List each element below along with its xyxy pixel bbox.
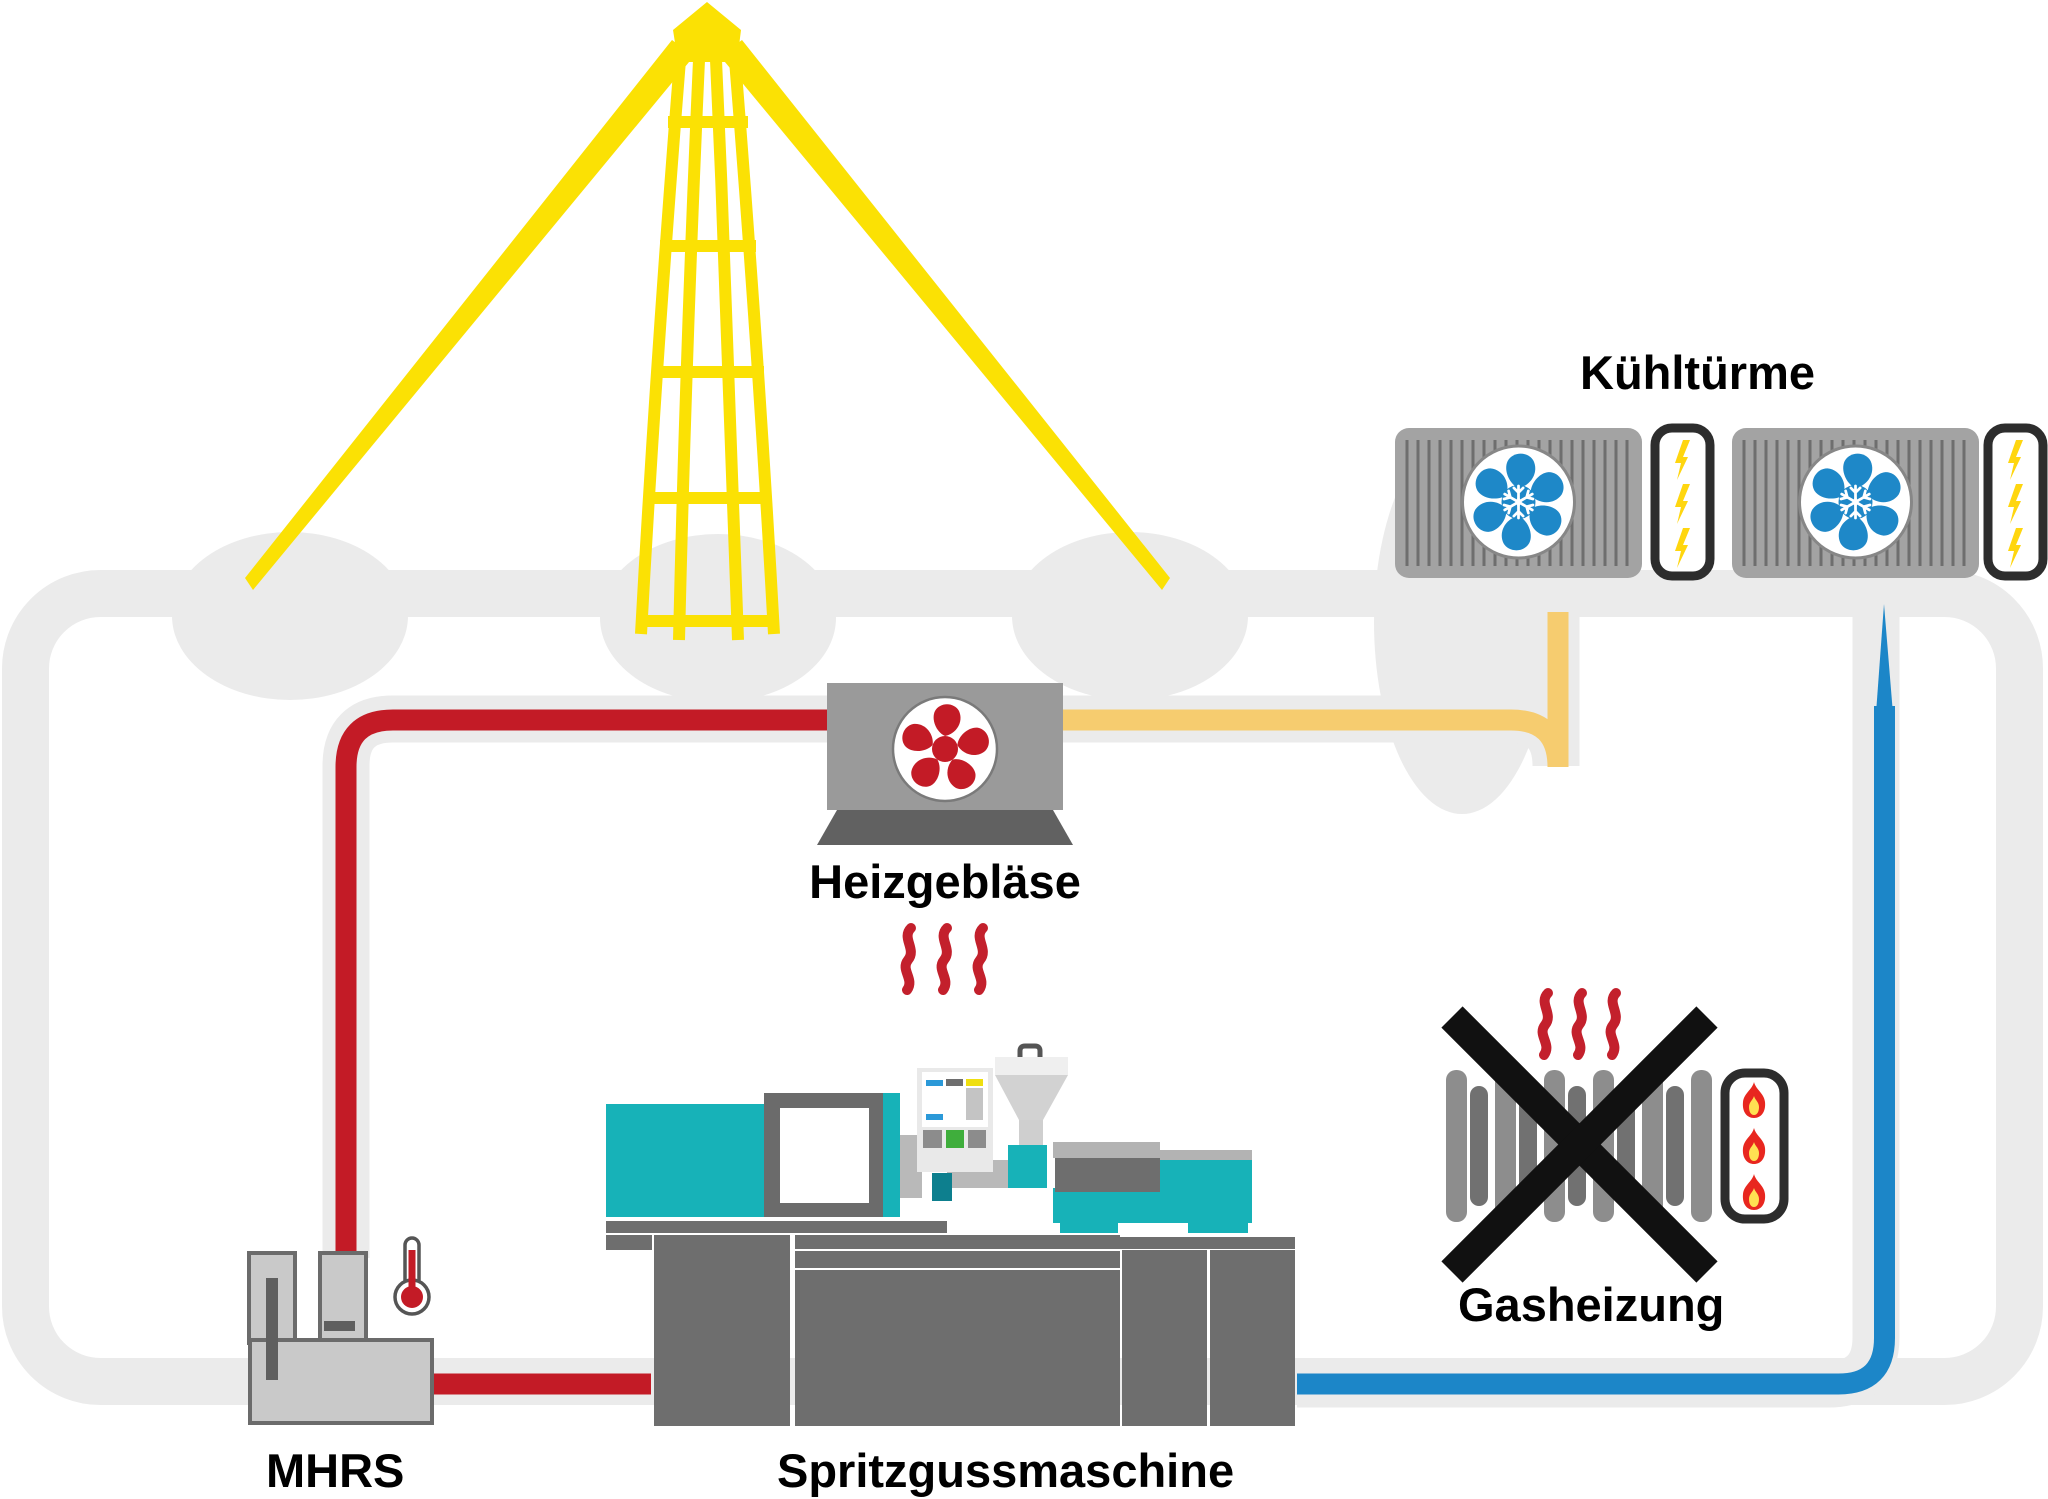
cooling-tower-icon (1395, 428, 2043, 578)
hot-pipe (335, 709, 829, 1395)
heating-blower-label: Heizgebläse (809, 855, 1081, 908)
injection-molding-machine-label: Spritzgussmaschine (777, 1444, 1235, 1497)
sun-ray (720, 40, 1170, 590)
gas-heating-group (1441, 993, 1789, 1283)
hopper-icon (995, 1043, 1068, 1188)
sun-ray (245, 40, 694, 590)
control-panel-icon (917, 1068, 993, 1201)
gas-heating-label: Gasheizung (1458, 1278, 1725, 1331)
thermometer-icon (393, 1236, 431, 1316)
flames-box (1720, 1068, 1789, 1224)
cross-out-icon (1441, 1006, 1718, 1283)
heat-waves-icon (906, 928, 983, 990)
warm-pipe (1063, 612, 1569, 768)
injection-molding-machine-icon (606, 1043, 1295, 1426)
lightning-box (1655, 428, 1710, 576)
cold-pipe (1297, 604, 1895, 1395)
mhrs-label: MHRS (266, 1444, 405, 1497)
heat-waves-icon (1543, 993, 1616, 1055)
cooling-towers-label: Kühltürme (1580, 346, 1815, 399)
mhrs-unit-icon (247, 1236, 434, 1425)
sun-tower-icon (245, 2, 1170, 641)
heating-blower-icon (817, 683, 1073, 845)
lightning-box (1988, 428, 2043, 576)
